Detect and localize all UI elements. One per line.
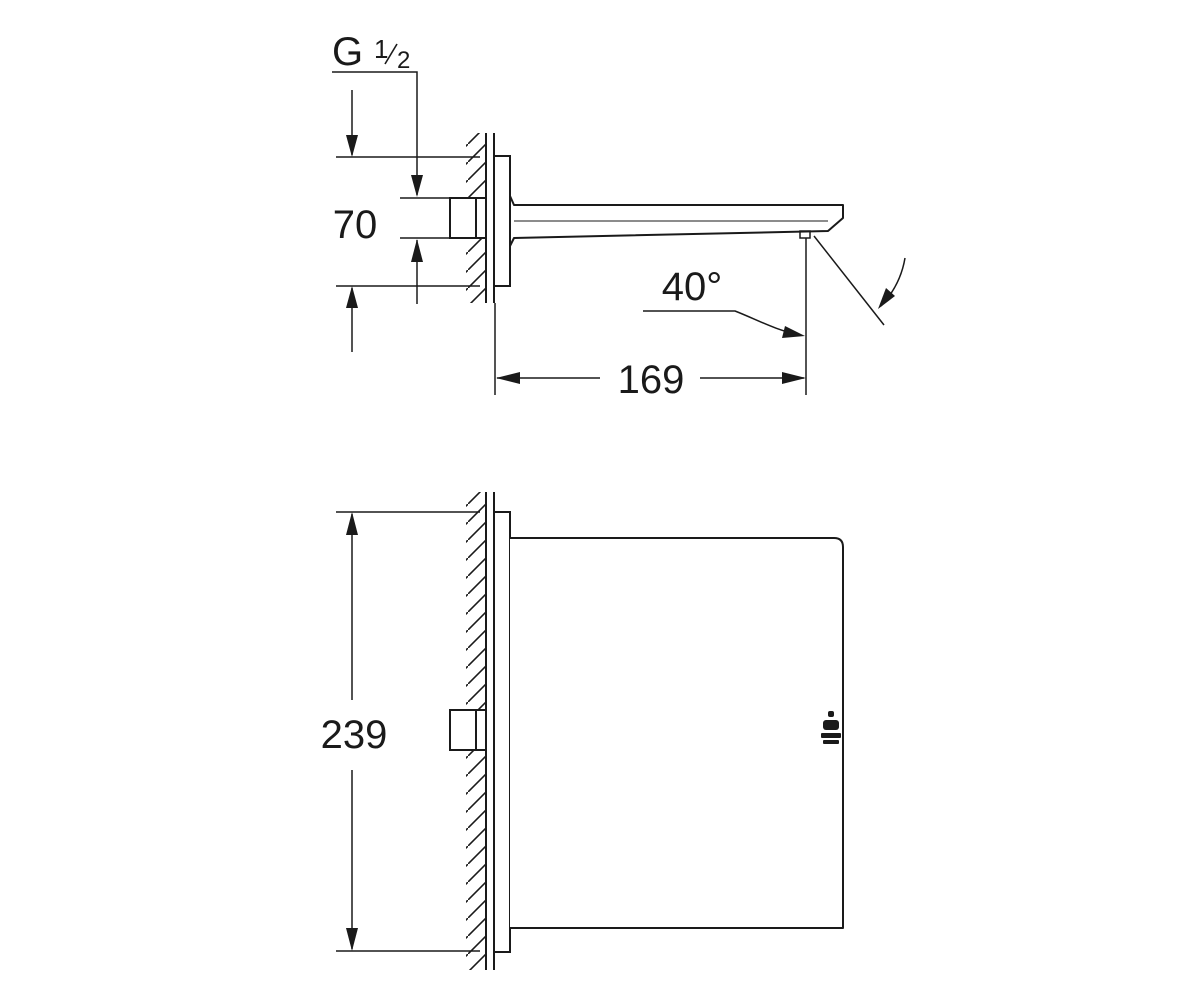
- thread-label-denominator: 2: [397, 47, 410, 74]
- dim-169: [494, 303, 806, 395]
- length-169-label: 169: [618, 358, 685, 402]
- thread-label: G: [332, 30, 363, 74]
- inlet-fitting-side: [449, 197, 487, 239]
- height-239-label: 239: [321, 713, 388, 757]
- dim-angle: [643, 235, 906, 395]
- spout-side: [509, 195, 844, 247]
- dim-239: [336, 511, 480, 952]
- height-70-label: 70: [333, 203, 378, 247]
- side-view: G 1 2 70 40°: [332, 30, 906, 402]
- brand-logo: [821, 711, 841, 744]
- inlet-fitting-front: [449, 709, 487, 751]
- angle-40-label: 40°: [662, 265, 723, 309]
- spout-front: [510, 537, 844, 929]
- wall-plate-side: [493, 155, 511, 287]
- thread-leader: [332, 71, 423, 197]
- thread-fraction-slash: [384, 43, 398, 65]
- front-view: 239: [321, 492, 844, 970]
- spout-outlet: [799, 230, 811, 239]
- dim-70: [336, 90, 480, 352]
- wall-plate-front: [493, 511, 511, 953]
- thread-label-numerator: 1: [374, 34, 388, 64]
